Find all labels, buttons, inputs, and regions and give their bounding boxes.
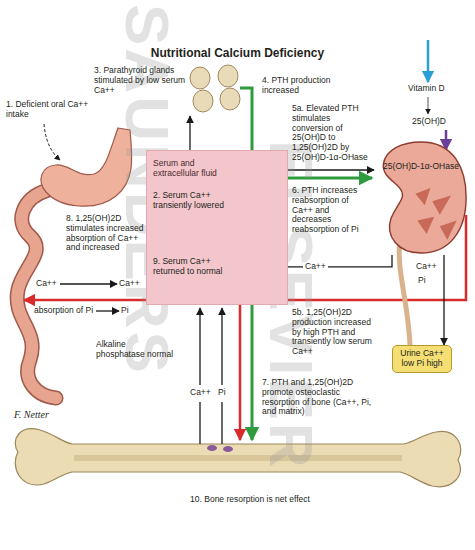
callout-text: 5b. 1,25(OH)2D production increased by h… [292,308,372,357]
bone-marrow [74,455,402,461]
bone [15,429,461,487]
ion-label: Ca++ [36,279,57,289]
ureter [399,240,410,345]
kidney-shape [374,140,468,255]
osteoclast [207,445,217,451]
resorption-line [221,402,222,444]
node-text: Serum and extracellular fluid [153,159,239,179]
process-text: 9. Serum Ca++ returned to normal [153,257,239,277]
ion-label: Pi [121,306,129,316]
callout-text: 1. Deficient oral Ca++ intake [6,100,90,120]
intestine [17,190,56,398]
parathyroid-gland [220,88,240,110]
kidney-medulla [415,188,456,240]
urine-box: Urine Ca++ low Pi high [392,345,452,373]
diagram-title: Nutritional Calcium Deficiency [0,47,475,61]
parathyroid-gland [190,67,210,89]
parathyroid-gland [218,65,238,87]
ion-label: Ca++ [119,279,140,289]
callout-text: 6. PTH increases reabsorption of Ca++ an… [292,186,370,235]
node-text: 2. Serum Ca++ transiently lowered [153,191,239,211]
substance-label: Vitamin D [408,84,445,94]
resorption-line [199,402,200,444]
callout-text: 8. 1,25(OH)2D stimulates increased absor… [66,214,144,253]
connector [443,255,444,345]
callout-text: 10. Bone resorption is net effect [150,495,350,505]
serum-box: Serum and extracellular fluid 2. Serum Ca… [146,150,288,305]
absorption-arrow [60,283,117,284]
conversion-arrow [428,97,429,114]
resorption-arrow [199,308,200,385]
callout-text: 3. Parathyroid glands stimulated by low … [94,66,186,95]
vitamin-d-arrow [427,40,430,82]
process-text: 2. Serum Ca++ transiently lowered [153,191,239,211]
ion-label: Pi [218,388,226,398]
callout-text: 5a. Elevated PTH stimulates conversion o… [292,104,370,163]
callout-text: 4. PTH production increased [262,76,358,96]
node-text: 25(OH)D-1α-OHase [374,140,468,172]
note-text: Alkaline phosphatase normal [96,340,176,360]
connector-label: Ca++ [303,262,328,272]
kidney-cortex [383,142,466,253]
intake-arrow [44,124,60,160]
callout-text: 7. PTH and 1,25(OH)2D promote osteoclast… [262,378,372,417]
node-text: Urine Ca++ low Pi high [399,349,445,369]
substance-label: 25(OH)D [412,117,446,127]
intestine-outline [17,190,56,398]
node-text: 9. Serum Ca++ returned to normal [153,257,239,277]
kidney-organ: 25(OH)D-1α-OHase [374,140,468,255]
calcitriol-line [239,300,242,440]
ion-label: Ca++ [190,388,211,398]
25ohd-arrow [445,130,448,150]
stimulus-arrow [189,116,190,150]
artist-signature: F. Netter [14,409,49,421]
ion-label: Ca++ [416,262,437,272]
parathyroid-gland [193,90,213,112]
ion-label: absorption of Pi [34,306,93,316]
osteoclast [223,446,233,452]
ion-label: Pi [418,276,426,286]
resorption-arrow [221,308,222,385]
